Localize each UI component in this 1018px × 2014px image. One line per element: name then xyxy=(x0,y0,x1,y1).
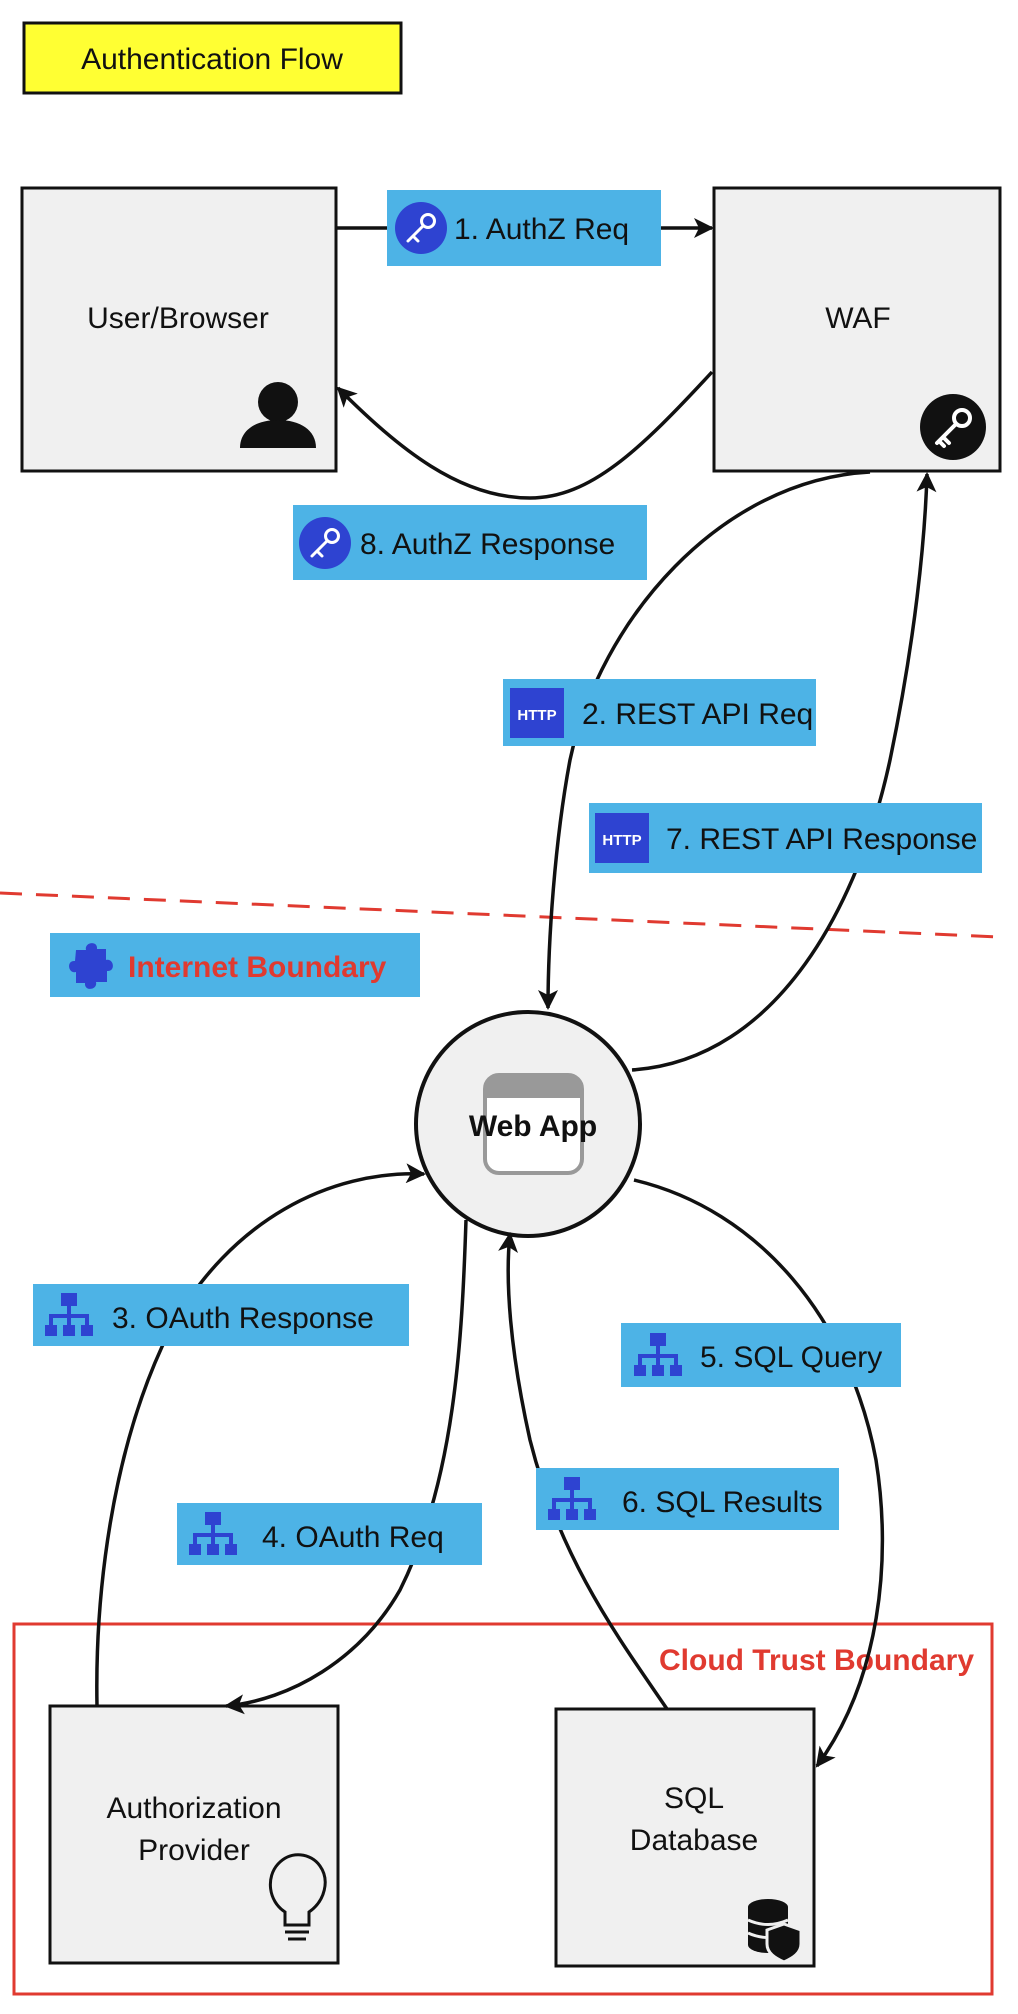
node-waf: WAF xyxy=(712,186,1002,473)
http-icon-text: HTTP xyxy=(517,707,556,724)
key-icon xyxy=(299,517,351,569)
network-icon xyxy=(45,1293,93,1336)
cloud-trust-boundary xyxy=(12,1622,994,1996)
node-user-browser-label: User/Browser xyxy=(87,302,269,335)
network-icon xyxy=(189,1512,237,1555)
key-icon xyxy=(920,394,986,460)
connector-8-authz-response xyxy=(336,370,714,500)
flow-label-5: 5. SQL Query xyxy=(621,1323,901,1387)
connector-5-sql-query xyxy=(633,1178,885,1768)
puzzle-icon xyxy=(69,943,113,989)
node-sql-database-label-line1: SQL xyxy=(664,1782,724,1815)
node-authorization-provider-label-line2: Provider xyxy=(138,1834,250,1867)
node-user-browser: User/Browser xyxy=(20,186,338,473)
http-icon-text: HTTP xyxy=(602,832,641,849)
diagram-title: Authentication Flow xyxy=(22,21,403,95)
node-web-app: Web App xyxy=(414,1010,642,1238)
node-authorization-provider-label-line1: Authorization xyxy=(106,1792,281,1825)
flow-label-7-text: 7. REST API Response xyxy=(666,823,977,856)
key-icon xyxy=(395,202,447,254)
lightbulb-icon xyxy=(268,1853,327,1941)
flow-label-3: 3. OAuth Response xyxy=(33,1284,409,1346)
connector-4-oauth-req xyxy=(224,1219,468,1715)
database-shield-icon xyxy=(747,1899,803,1964)
flow-label-6-text: 6. SQL Results xyxy=(622,1486,823,1519)
connectors xyxy=(95,218,937,1768)
flow-label-3-text: 3. OAuth Response xyxy=(112,1302,374,1335)
flow-label-7: HTTP 7. REST API Response xyxy=(589,803,982,873)
flow-label-1-text: 1. AuthZ Req xyxy=(454,213,629,246)
flow-label-1: 1. AuthZ Req xyxy=(387,190,661,266)
flow-label-5-text: 5. SQL Query xyxy=(700,1341,882,1374)
internet-boundary-label: Internet Boundary xyxy=(128,951,387,984)
connector-6-sql-results xyxy=(498,1232,669,1710)
flow-label-8: 8. AuthZ Response xyxy=(293,505,647,580)
diagram-title-text: Authentication Flow xyxy=(81,43,343,76)
application-window-icon xyxy=(483,1073,584,1175)
http-icon: HTTP xyxy=(595,813,649,863)
flow-label-4: 4. OAuth Req xyxy=(177,1503,482,1565)
flow-label-6: 6. SQL Results xyxy=(536,1468,839,1530)
node-waf-label: WAF xyxy=(825,302,891,335)
http-icon: HTTP xyxy=(510,688,564,738)
node-authorization-provider: Authorization Provider xyxy=(48,1704,340,1965)
node-web-app-label: Web App xyxy=(469,1110,597,1143)
network-icon xyxy=(548,1477,596,1520)
node-sql-database: SQL Database xyxy=(554,1707,816,1968)
node-sql-database-label-line2: Database xyxy=(630,1824,758,1857)
internet-boundary-line xyxy=(0,891,1001,939)
internet-boundary: Internet Boundary Cloud Trust Boundary xyxy=(0,891,1001,1996)
flow-label-2: HTTP 2. REST API Req xyxy=(503,679,816,746)
user-icon xyxy=(240,382,316,448)
cloud-trust-boundary-label: Cloud Trust Boundary xyxy=(659,1644,974,1677)
flow-label-2-text: 2. REST API Req xyxy=(582,698,813,731)
flow-label-8-text: 8. AuthZ Response xyxy=(360,528,615,561)
network-icon xyxy=(634,1333,682,1376)
flow-label-4-text: 4. OAuth Req xyxy=(262,1521,444,1554)
connector-7-rest-api-response xyxy=(631,472,937,1072)
